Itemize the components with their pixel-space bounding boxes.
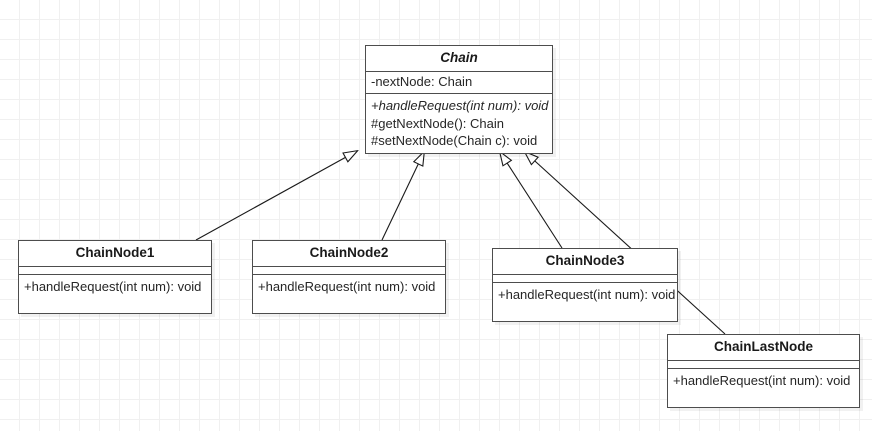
class-attributes-chainnode2	[253, 267, 445, 275]
attribute-row: -nextNode: Chain	[371, 73, 473, 89]
class-box-chainnode1[interactable]: ChainNode1 +handleRequest(int num): void	[18, 240, 212, 314]
class-operations-chainlastnode: +handleRequest(int num): void	[668, 369, 859, 407]
class-title-chain: Chain	[366, 46, 552, 72]
operation-row: #getNextNode(): Chain	[371, 115, 504, 131]
operation-row: +handleRequest(int num): void	[498, 286, 676, 302]
class-title-chainnode3: ChainNode3	[493, 249, 677, 275]
class-box-chainnode3[interactable]: ChainNode3 +handleRequest(int num): void	[492, 248, 678, 322]
spacer	[24, 295, 206, 309]
class-operations-chain: +handleRequest(int num): void #getNextNo…	[366, 94, 552, 152]
spacer	[498, 303, 672, 317]
generalization-chainnode3-to-chain	[500, 152, 563, 249]
class-box-chain[interactable]: Chain -nextNode: Chain +handleRequest(in…	[365, 45, 553, 154]
class-attributes-chain: -nextNode: Chain	[366, 72, 552, 95]
operation-row: +handleRequest(int num): void	[24, 278, 202, 294]
operation-row: +handleRequest(int num): void	[673, 372, 851, 388]
class-attributes-chainlastnode	[668, 361, 859, 369]
class-attributes-chainnode1	[19, 267, 211, 275]
class-title-chainnode1: ChainNode1	[19, 241, 211, 267]
class-attributes-chainnode3	[493, 275, 677, 283]
class-box-chainnode2[interactable]: ChainNode2 +handleRequest(int num): void	[252, 240, 446, 314]
operation-row: +handleRequest(int num): void	[258, 278, 436, 294]
class-title-chainlastnode: ChainLastNode	[668, 335, 859, 361]
operation-row: #setNextNode(Chain c): void	[371, 132, 538, 148]
generalization-chainnode1-to-chain	[195, 151, 357, 241]
class-operations-chainnode2: +handleRequest(int num): void	[253, 275, 445, 313]
spacer	[673, 389, 854, 403]
spacer	[258, 295, 440, 309]
class-operations-chainnode1: +handleRequest(int num): void	[19, 275, 211, 313]
class-title-chainnode2: ChainNode2	[253, 241, 445, 267]
generalization-chainnode2-to-chain	[381, 152, 424, 241]
operation-row: +handleRequest(int num): void	[371, 98, 549, 114]
class-box-chainlastnode[interactable]: ChainLastNode +handleRequest(int num): v…	[667, 334, 860, 408]
class-operations-chainnode3: +handleRequest(int num): void	[493, 283, 677, 321]
